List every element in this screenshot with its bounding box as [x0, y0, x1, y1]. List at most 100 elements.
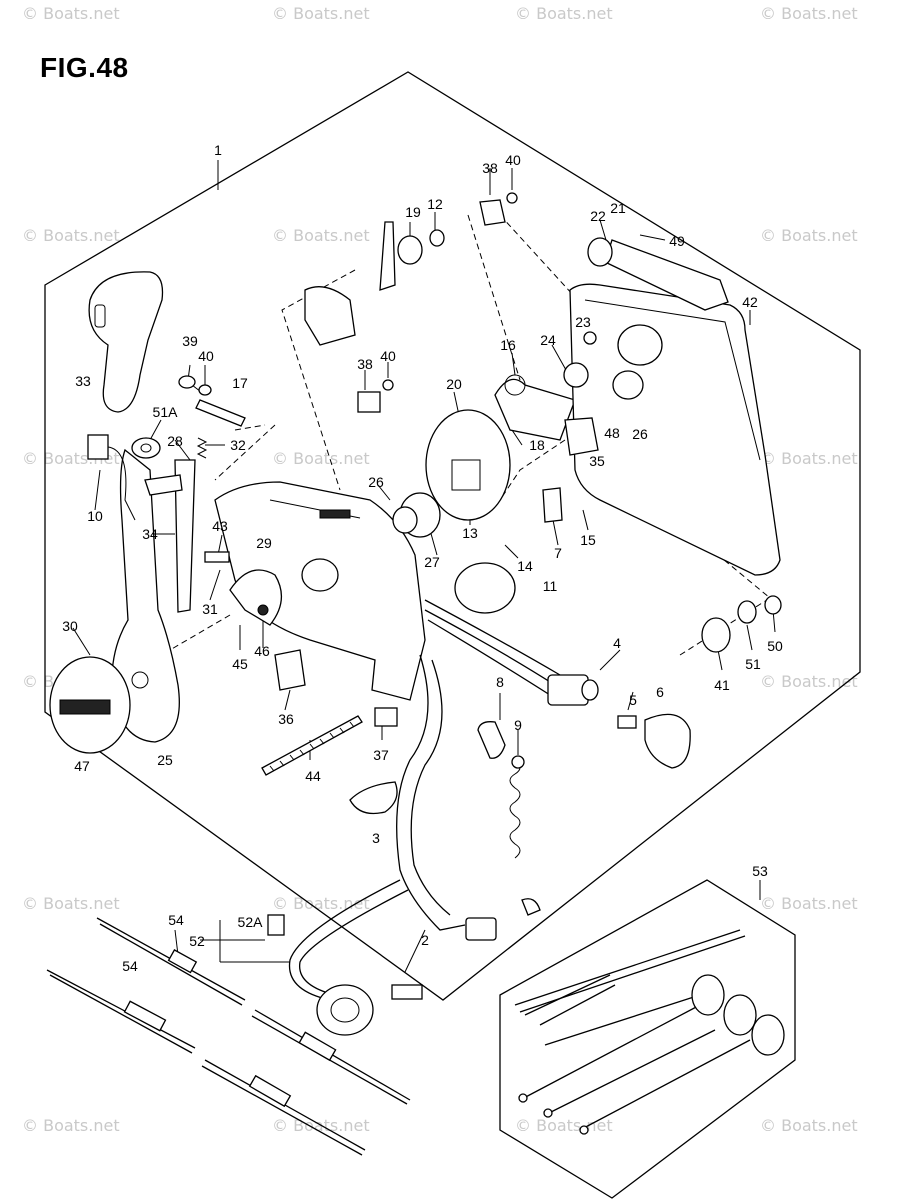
watermark: © Boats.net	[272, 449, 370, 468]
key-cap	[644, 713, 691, 769]
callout-2: 2	[421, 932, 429, 948]
callout-8: 8	[496, 674, 504, 690]
washer-51	[737, 600, 757, 624]
callout-14: 14	[517, 558, 533, 574]
harness-lead	[288, 879, 401, 1001]
main-harness	[396, 654, 466, 931]
control-lever	[111, 448, 180, 743]
callout-22: 22	[590, 208, 606, 224]
callout-35: 35	[589, 453, 605, 469]
key-switch-face	[581, 679, 599, 701]
side-cover	[569, 283, 781, 576]
callout-38-top: 38	[482, 160, 498, 176]
nut-40-mid	[382, 379, 394, 391]
callout-21: 21	[610, 200, 626, 216]
callout-36: 36	[278, 711, 294, 727]
callout-33: 33	[75, 373, 91, 389]
buzzer	[454, 562, 516, 614]
lever-pivot	[131, 671, 149, 689]
main-connector	[316, 984, 374, 1036]
watermark: © Boats.net	[760, 449, 858, 468]
callout-15: 15	[580, 532, 596, 548]
watermark: © Boats.net	[760, 226, 858, 245]
shift-arm	[494, 378, 576, 441]
body-label	[319, 509, 351, 519]
callout-24: 24	[540, 332, 556, 348]
washer-26	[392, 506, 418, 534]
bracket-clip	[144, 474, 183, 496]
shift-bracket	[304, 286, 356, 346]
callout-18: 18	[529, 437, 545, 453]
clip-7	[542, 487, 563, 523]
callout-29: 29	[256, 535, 272, 551]
pin	[195, 399, 246, 427]
hub-label-plate	[59, 699, 111, 715]
callout-38-mid: 38	[357, 356, 373, 372]
callout-30: 30	[62, 618, 78, 634]
bushing-41	[701, 617, 731, 653]
callout-13: 13	[462, 525, 478, 541]
callout-23: 23	[575, 314, 591, 330]
callout-26-left: 26	[368, 474, 384, 490]
washer-39	[178, 375, 196, 389]
callout-52a: 52A	[237, 914, 263, 930]
callout-54-upper: 54	[168, 912, 184, 928]
terminal	[521, 898, 541, 916]
washer-51a	[131, 437, 161, 459]
callout-19: 19	[405, 204, 421, 220]
coil-cord	[509, 759, 521, 859]
callout-16: 16	[500, 337, 516, 353]
callout-12: 12	[427, 196, 443, 212]
callout-51: 51	[745, 656, 761, 672]
watermark: © Boats.net	[515, 4, 613, 23]
lock-lever	[379, 221, 396, 291]
callout-52: 52	[189, 933, 205, 949]
nut-40-upper	[506, 192, 518, 204]
bracket-38-mid	[357, 391, 381, 413]
callout-45: 45	[232, 656, 248, 672]
gear-segment	[229, 569, 282, 626]
callout-42: 42	[742, 294, 758, 310]
callout-48: 48	[604, 425, 620, 441]
spring	[196, 437, 208, 459]
watermark: © Boats.net	[272, 226, 370, 245]
assembly-boundary	[44, 71, 861, 1001]
watermark: © Boats.net	[272, 894, 370, 913]
long-bolt	[261, 715, 363, 776]
watermark: © Boats.net	[22, 4, 120, 23]
harness-wire	[424, 599, 561, 676]
block-37	[374, 707, 398, 727]
washer-22	[587, 237, 613, 267]
callout-32: 32	[230, 437, 246, 453]
callout-7: 7	[554, 545, 562, 561]
callout-40-mid: 40	[380, 348, 396, 364]
fuse	[267, 914, 285, 936]
callout-3: 3	[372, 830, 380, 846]
watermark: © Boats.net	[22, 894, 120, 913]
callout-41: 41	[714, 677, 730, 693]
watermark: © Boats.net	[760, 894, 858, 913]
bracket-38-upper	[479, 199, 506, 226]
callout-40-left: 40	[198, 348, 214, 364]
trim-switch-wire	[107, 446, 136, 521]
callout-6: 6	[656, 684, 664, 700]
trim-switch	[87, 434, 109, 460]
bracket-35	[564, 417, 599, 456]
connector-9	[511, 755, 525, 769]
callout-54-lower: 54	[122, 958, 138, 974]
cam-plate	[425, 409, 511, 521]
callout-9: 9	[514, 717, 522, 733]
callout-20: 20	[446, 376, 462, 392]
callout-10: 10	[87, 508, 103, 524]
callout-4: 4	[613, 635, 621, 651]
kit-boundary	[499, 879, 796, 1199]
switch-bracket	[174, 459, 196, 613]
link-plate	[204, 551, 230, 563]
callout-46: 46	[254, 643, 270, 659]
callout-5: 5	[629, 692, 637, 708]
callout-27: 27	[424, 554, 440, 570]
grip-slot	[94, 304, 106, 328]
ignition-key	[617, 715, 637, 729]
callout-26-right: 26	[632, 426, 648, 442]
